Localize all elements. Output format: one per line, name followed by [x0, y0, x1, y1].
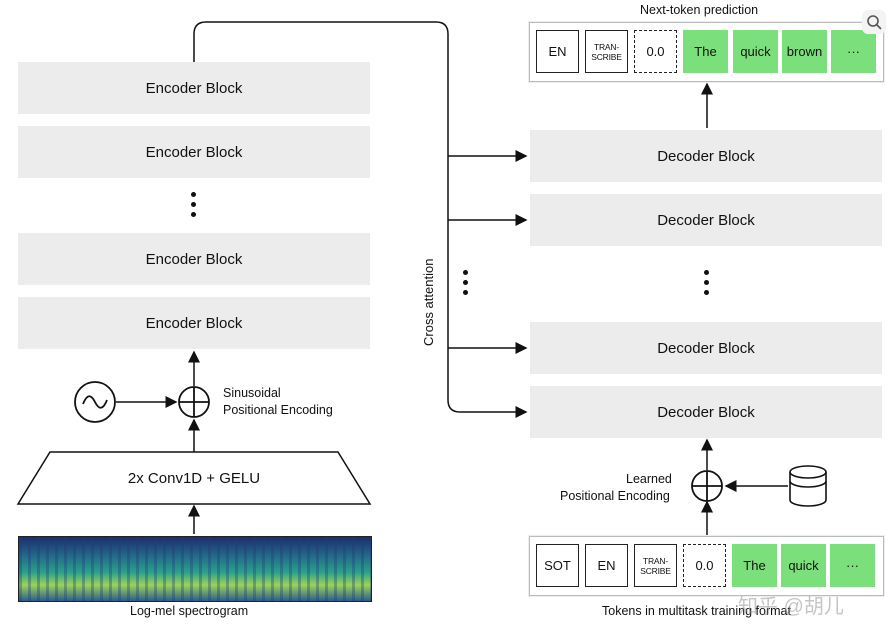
zoom-icon[interactable] — [862, 10, 886, 34]
input-token-4: 0.0 — [683, 544, 726, 587]
conv-label: 2x Conv1D + GELU — [127, 469, 261, 487]
database-icon — [789, 465, 827, 507]
input-token-1: SOT — [536, 544, 579, 587]
input-token-7: ··· — [830, 544, 875, 587]
learned-label-1: Learned — [626, 472, 672, 486]
watermark: 知乎 @胡儿 — [738, 596, 844, 618]
output-token-2: TRAN-SCRIBE — [585, 30, 628, 73]
encoder-block-1: Encoder Block — [18, 62, 370, 114]
encoder-block-2: Encoder Block — [18, 126, 370, 178]
sinusoidal-label-2: Positional Encoding — [223, 403, 333, 417]
encoder-block-4: Encoder Block — [18, 297, 370, 349]
output-token-5: quick — [733, 30, 778, 73]
decoder-block-4: Decoder Block — [530, 386, 882, 438]
input-token-6: quick — [781, 544, 826, 587]
conv-block-shape — [16, 451, 372, 505]
cross-attention-label: Cross attention — [421, 258, 436, 346]
output-token-3: 0.0 — [634, 30, 677, 73]
sinusoidal-label-1: Sinusoidal — [223, 386, 281, 400]
spectrogram-label: Log-mel spectrogram — [130, 604, 249, 618]
output-token-1: EN — [536, 30, 579, 73]
output-token-4: The — [683, 30, 728, 73]
encoder-output-line — [193, 21, 528, 418]
input-token-5: The — [732, 544, 777, 587]
output-token-6: brown — [782, 30, 827, 73]
input-token-3: TRAN-SCRIBE — [634, 544, 677, 587]
decoder-block-1: Decoder Block — [530, 130, 882, 182]
decoder-ellipsis — [704, 270, 710, 300]
output-title: Next-token prediction — [640, 3, 759, 17]
input-token-2: EN — [585, 544, 628, 587]
input-tokens-caption: Tokens in multitask training format — [602, 604, 791, 618]
encoder-block-3: Encoder Block — [18, 233, 370, 285]
cross-attention-ellipsis — [463, 270, 469, 300]
decoder-block-2: Decoder Block — [530, 194, 882, 246]
encoder-ellipsis — [191, 192, 197, 222]
learned-label-2: Positional Encoding — [560, 489, 670, 503]
output-token-7: ··· — [831, 30, 876, 73]
spectrogram-image — [18, 536, 372, 602]
decoder-block-3: Decoder Block — [530, 322, 882, 374]
